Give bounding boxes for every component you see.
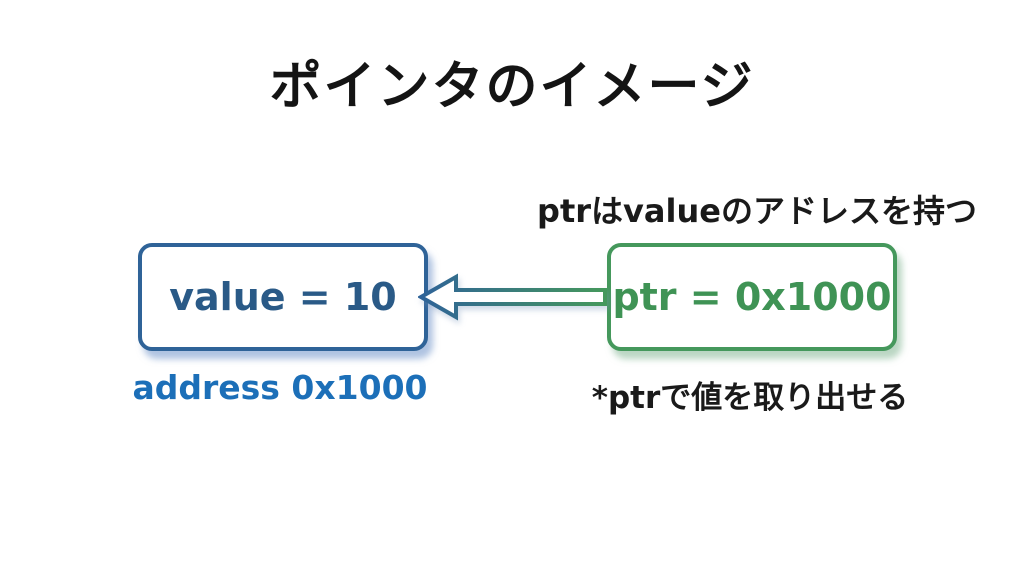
value-box-label: value = 10 bbox=[169, 275, 397, 319]
ptr-box-label: ptr = 0x1000 bbox=[612, 275, 892, 319]
ptr-box: ptr = 0x1000 bbox=[607, 243, 897, 351]
left-arrow-icon bbox=[418, 273, 607, 321]
value-address-caption: address 0x1000 bbox=[132, 368, 428, 407]
slide-title: ポインタのイメージ bbox=[269, 57, 755, 117]
ptr-holds-address-annotation: ptrはvalueのアドレスを持つ bbox=[537, 192, 977, 230]
ptr-dereference-caption: *ptrで値を取り出せる bbox=[591, 380, 909, 416]
value-box: value = 10 bbox=[138, 243, 428, 351]
